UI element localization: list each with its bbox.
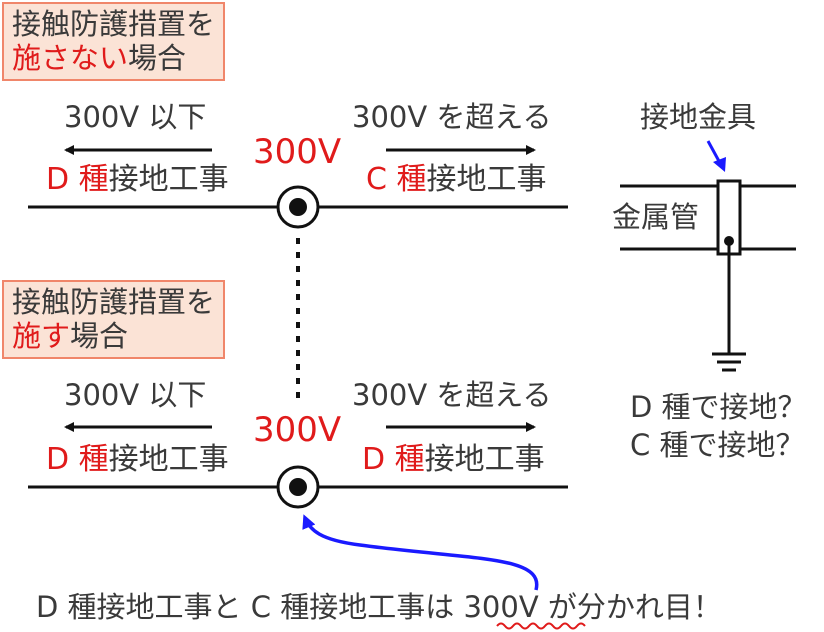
footer-highlight: 300V: [463, 590, 539, 624]
top-right-range: 300V を超える: [352, 100, 552, 134]
question-c-type: C 種で接地？: [630, 428, 805, 462]
bottom-box-line2-rest: 場合: [70, 319, 129, 353]
top-right-type-red: C 種: [366, 162, 427, 197]
grounding-fitting: [716, 179, 742, 354]
bottom-box-line2: 施す場合: [12, 319, 215, 353]
bottom-left-type: D 種接地工事: [46, 442, 229, 478]
top-box-line2: 施さない場合: [12, 41, 215, 75]
top-left-range: 300V 以下: [64, 100, 207, 134]
top-box-line2-rest: 場合: [128, 41, 187, 75]
top-voltage: 300V: [253, 132, 342, 172]
fitting-pointer-arrow: [706, 140, 726, 172]
footer-text-before: D 種接地工事と C 種接地工事は: [36, 590, 464, 624]
bottom-condition-box: 接触防護措置を 施す場合: [2, 280, 226, 359]
top-left-type-rest: 接地工事: [108, 162, 229, 197]
top-left-type: D 種接地工事: [46, 162, 229, 198]
footer-text-after: が分かれ目！: [538, 590, 722, 624]
question-d-type: D 種で接地？: [630, 390, 807, 424]
bottom-right-range: 300V を超える: [352, 378, 552, 412]
fitting-label: 接地金具: [640, 100, 757, 134]
wavy-underline: [496, 622, 586, 630]
top-box-line1: 接触防護措置を: [12, 7, 216, 41]
ground-symbol-icon: [712, 352, 746, 372]
bottom-right-type-rest: 接地工事: [424, 442, 545, 477]
top-right-type: C 種接地工事: [366, 162, 546, 198]
bottom-voltage: 300V: [253, 410, 342, 450]
bottom-right-type-red: D 種: [362, 442, 425, 477]
bottom-left-type-red: D 種: [46, 442, 109, 477]
metal-pipe: [620, 184, 796, 251]
pipe-label: 金属管: [612, 200, 700, 234]
top-terminal: [276, 185, 320, 229]
top-left-type-red: D 種: [46, 162, 109, 197]
bottom-left-type-rest: 接地工事: [108, 442, 229, 477]
top-condition-box: 接触防護措置を 施さない場合: [2, 2, 226, 81]
top-right-type-rest: 接地工事: [426, 162, 547, 197]
bottom-terminal: [276, 465, 320, 509]
top-box-line2-red: 施さない: [12, 41, 129, 75]
curved-blue-arrow: [302, 514, 539, 591]
bottom-left-range: 300V 以下: [64, 378, 207, 412]
bottom-box-line2-red: 施す: [12, 319, 71, 353]
bottom-right-type: D 種接地工事: [362, 442, 545, 478]
footer-conclusion: D 種接地工事と C 種接地工事は 300V が分かれ目！: [36, 590, 722, 624]
bottom-box-line1: 接触防護措置を: [12, 285, 216, 319]
